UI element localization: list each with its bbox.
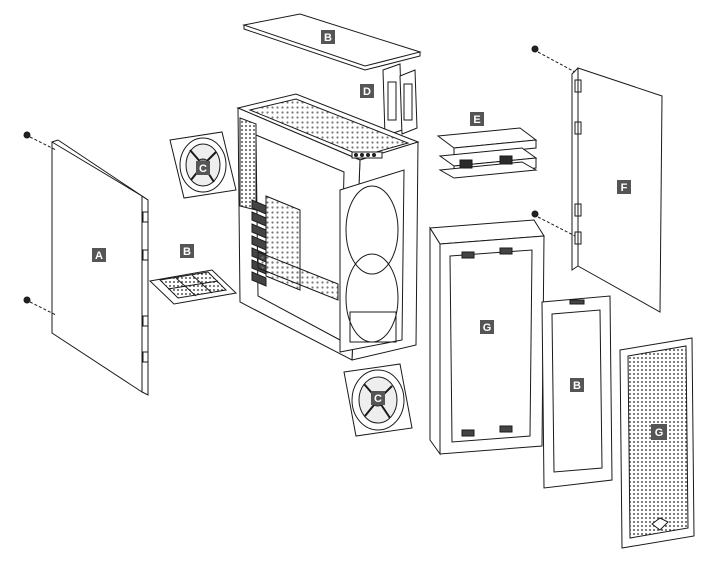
label-bottom-fan: C bbox=[374, 393, 382, 405]
label-front-filter-badge: B bbox=[570, 378, 584, 392]
label-top-fan: C bbox=[199, 163, 207, 175]
label-front-filter: B bbox=[573, 380, 581, 392]
bottom-dust-filter bbox=[148, 269, 238, 305]
label-bottom-filter: B bbox=[183, 246, 191, 258]
label-right-panel: F bbox=[621, 182, 628, 194]
label-top-panel: B bbox=[324, 32, 332, 44]
front-frame bbox=[429, 219, 545, 456]
label-ssd-tray-badge: D bbox=[360, 84, 374, 98]
front-mesh-panel bbox=[619, 337, 695, 549]
ssd-tray bbox=[382, 63, 418, 137]
chassis bbox=[236, 93, 420, 361]
label-left-panel: A bbox=[95, 250, 103, 262]
drive-cage bbox=[436, 127, 538, 179]
left-side-panel bbox=[23, 131, 149, 396]
label-front-mesh-badge: G bbox=[651, 424, 667, 440]
label-drive-cage: E bbox=[473, 114, 480, 126]
label-right-panel-badge: F bbox=[617, 180, 631, 194]
label-front-frame-badge: G bbox=[480, 320, 494, 334]
label-front-frame: G bbox=[483, 322, 492, 334]
label-left-panel-badge: A bbox=[92, 248, 106, 262]
label-bottom-fan-badge: C bbox=[371, 391, 385, 405]
label-drive-cage-badge: E bbox=[470, 112, 484, 126]
label-ssd-tray: D bbox=[363, 86, 371, 98]
label-bottom-filter-badge: B bbox=[180, 244, 194, 258]
label-top-fan-badge: C bbox=[196, 161, 210, 175]
label-top-panel-badge: B bbox=[321, 30, 335, 44]
label-front-mesh: G bbox=[655, 427, 664, 439]
right-side-panel bbox=[531, 45, 663, 313]
